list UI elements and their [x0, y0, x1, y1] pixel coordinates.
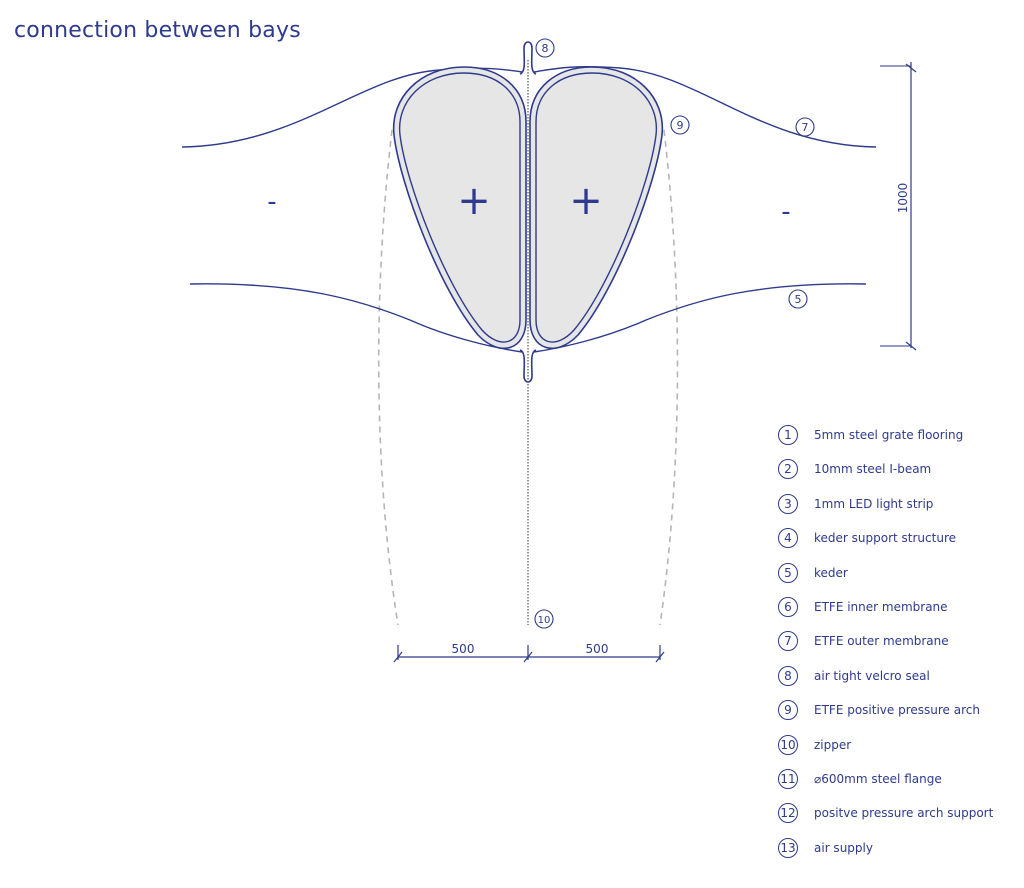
legend-number: 3 — [778, 493, 798, 514]
legend-label: ETFE inner membrane — [814, 600, 948, 614]
positive-sign-left: + — [457, 178, 491, 224]
negative-sign-left: - — [267, 187, 276, 217]
callout-5: 5 — [788, 289, 808, 309]
height-dimension: 1000 — [880, 62, 917, 351]
svg-text:7: 7 — [802, 121, 809, 134]
right-width-label: 500 — [586, 642, 609, 656]
legend-item: 1 5mm steel grate flooring — [778, 424, 963, 446]
legend-label: ETFE positive pressure arch — [814, 703, 980, 718]
legend-number: 8 — [778, 665, 798, 686]
width-dimension: 500 500 — [393, 642, 665, 663]
callout-10: 10 — [534, 609, 554, 629]
legend-number: 10 — [778, 734, 798, 755]
legend-label: ETFE outer membrane — [814, 634, 949, 649]
legend-number: 6 — [778, 597, 798, 617]
velcro-seal-bottom — [519, 349, 537, 383]
legend-label: ⌀600mm steel flange — [814, 772, 942, 786]
legend-label: keder support structure — [814, 531, 956, 546]
inner-membrane-left — [189, 283, 523, 353]
legend-item: 12 positve pressure arch support — [778, 802, 993, 824]
callout-9: 9 — [670, 115, 690, 135]
callout-8: 8 — [535, 38, 555, 58]
legend-item: 13 air supply — [778, 837, 873, 859]
legend-item: 5 keder — [778, 562, 848, 584]
right-pressure-arch-inner — [535, 72, 658, 343]
legend-number: 5 — [778, 562, 798, 583]
page-title: connection between bays — [14, 18, 301, 43]
legend-item: 2 10mm steel I-beam — [778, 458, 931, 480]
inner-membrane-right — [533, 283, 867, 353]
legend-label: air tight velcro seal — [814, 668, 930, 683]
legend-item: 11 ⌀600mm steel flange — [778, 768, 942, 790]
callout-7: 7 — [795, 117, 815, 137]
legend-number: 2 — [778, 459, 798, 480]
legend-item: 10 zipper — [778, 734, 851, 756]
legend-number: 7 — [778, 631, 798, 652]
svg-text:9: 9 — [677, 119, 684, 132]
legend-label: 1mm LED light strip — [814, 496, 934, 511]
legend-number: 1 — [778, 425, 798, 445]
svg-text:5: 5 — [795, 293, 802, 306]
legend-label: 10mm steel I-beam — [814, 462, 932, 477]
left-pressure-arch-outer — [392, 66, 527, 350]
height-dimension-label: 1000 — [896, 183, 910, 214]
left-arch-guide — [377, 129, 399, 626]
legend-item: 4 keder support structure — [778, 527, 956, 549]
outer-membrane-left — [181, 67, 523, 148]
legend-number: 4 — [778, 528, 798, 549]
legend-number: 11 — [778, 769, 798, 789]
legend-label: zipper — [814, 737, 852, 752]
legend-item: 9 ETFE positive pressure arch — [778, 699, 980, 721]
left-pressure-arch-inner — [398, 72, 521, 343]
legend-number: 9 — [778, 700, 798, 721]
right-pressure-arch-outer — [529, 66, 664, 350]
legend-label: keder — [814, 565, 848, 580]
legend-item: 3 1mm LED light strip — [778, 493, 933, 515]
svg-text:10: 10 — [538, 615, 551, 626]
legend-label: air supply — [814, 840, 873, 855]
negative-sign-right: - — [781, 197, 790, 227]
legend-number: 12 — [778, 803, 798, 824]
legend-item: 8 air tight velcro seal — [778, 665, 930, 687]
velcro-seal-top — [519, 41, 537, 75]
legend-label: positve pressure arch support — [814, 806, 994, 821]
positive-sign-right: + — [569, 178, 603, 224]
legend-item: 7 ETFE outer membrane — [778, 630, 949, 652]
svg-text:8: 8 — [542, 42, 549, 55]
legend-label: 5mm steel grate flooring — [814, 428, 964, 442]
legend-number: 13 — [778, 837, 798, 858]
legend-item: 6 ETFE inner membrane — [778, 596, 948, 618]
left-width-label: 500 — [452, 642, 475, 656]
right-arch-guide — [659, 129, 679, 626]
